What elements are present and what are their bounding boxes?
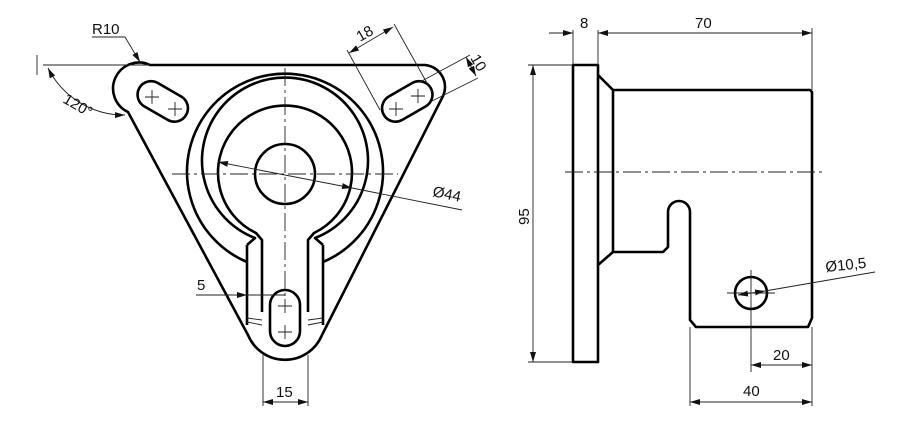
flange-plate [571, 63, 600, 364]
left-slot [136, 79, 190, 123]
angle-dim: 120° [60, 91, 95, 121]
side-view: 8 70 95 Ø10,5 20 40 [516, 15, 876, 406]
tab-width-dim: 40 [743, 383, 760, 400]
offset-dim: 5 [197, 277, 205, 294]
body-outline [597, 74, 814, 329]
hole-diameter-dim: Ø10,5 [825, 255, 867, 276]
radius-dim: R10 [92, 21, 120, 38]
right-slot [380, 79, 434, 123]
slot-center-marks [145, 89, 425, 339]
length-dim: 70 [695, 15, 712, 32]
bottom-slot [268, 288, 302, 348]
stem-width-dim: 15 [276, 384, 293, 401]
height-dim: 95 [516, 208, 533, 225]
hole-offset-dim: 20 [773, 347, 790, 364]
front-view: 120° R10 18 10 Ø44 5 15 [36, 21, 490, 406]
slot-width-dim: 10 [467, 52, 490, 75]
flange-thickness-dim: 8 [580, 15, 588, 32]
diameter-dim: Ø44 [431, 183, 462, 206]
slot-length-dim: 18 [354, 22, 377, 45]
